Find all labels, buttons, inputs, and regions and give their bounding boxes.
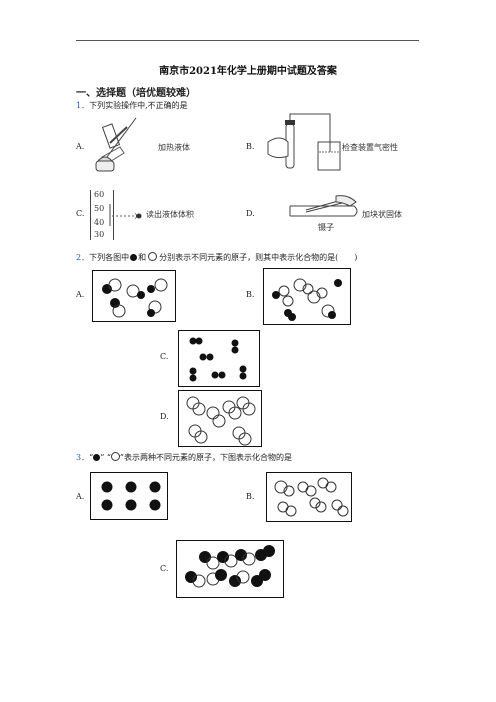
question-2-text-post: 分别表示不同元素的原子，则其中表示化合物的是( ) bbox=[159, 253, 358, 262]
q2-option-b-diagram bbox=[263, 268, 351, 325]
question-2-text-pre: 下列各图中 bbox=[89, 253, 130, 262]
q1-option-b-caption: 检查装置气密性 bbox=[342, 143, 398, 152]
q3-option-a-diagram bbox=[90, 472, 168, 520]
q1-option-a-caption: 加热液体 bbox=[158, 143, 190, 152]
black-atom-icon bbox=[130, 254, 138, 261]
question-1-text: 下列实验操作中,不正确的是 bbox=[89, 101, 188, 110]
q3-option-c-diagram bbox=[176, 540, 284, 598]
question-3-number: 3． bbox=[76, 453, 90, 462]
alcohol-lamp-heating-icon bbox=[95, 117, 137, 172]
q1-option-d-label[interactable]: D. bbox=[246, 209, 255, 218]
question-3-text-post: ”表示两种不同元素的原子，下图表示化合物的是 bbox=[119, 453, 293, 462]
section-heading: 一、选择题（培优题较难） bbox=[76, 88, 196, 99]
cylinder-tick-40: 40 bbox=[94, 218, 105, 227]
question-2-number: 2． bbox=[76, 253, 90, 262]
q2-option-a-label[interactable]: A. bbox=[76, 290, 85, 299]
q2-option-d-label[interactable]: D. bbox=[160, 412, 169, 421]
tweezers-label: 镊子 bbox=[318, 223, 334, 232]
white-atom-icon bbox=[110, 452, 120, 461]
test-tube-tweezers-icon bbox=[289, 195, 358, 217]
question-3-text-mid: ” “ bbox=[100, 453, 111, 462]
page-title: 南京市2021年化学上册期中试题及答案 bbox=[159, 66, 337, 77]
q3-option-b-label[interactable]: B. bbox=[246, 492, 255, 501]
measuring-cylinder-icon bbox=[90, 190, 114, 240]
cylinder-tick-50: 50 bbox=[94, 204, 105, 213]
q1-option-c-label[interactable]: C. bbox=[76, 209, 85, 218]
airtightness-check-icon bbox=[267, 113, 341, 171]
question-1: 1．下列实验操作中,不正确的是 bbox=[76, 100, 188, 111]
q1-option-a-label[interactable]: A. bbox=[76, 142, 85, 151]
q1-option-d-caption: 加块状固体 bbox=[362, 210, 402, 219]
question-3: 3．“ ” “ ”表示两种不同元素的原子，下图表示化合物的是 bbox=[76, 452, 292, 463]
q1-option-c-caption: 读出液体体积 bbox=[146, 210, 194, 219]
q2-option-d-diagram bbox=[178, 390, 262, 447]
q3-option-b-diagram bbox=[266, 472, 352, 522]
question-2-text-mid: 和 bbox=[138, 253, 147, 262]
question-1-number: 1． bbox=[76, 101, 90, 110]
white-atom-icon bbox=[148, 252, 158, 261]
q2-option-a-diagram bbox=[92, 270, 176, 322]
q1-option-b-label[interactable]: B. bbox=[246, 142, 255, 151]
question-3-text-pre: “ bbox=[89, 453, 94, 462]
q3-option-a-label[interactable]: A. bbox=[76, 492, 85, 501]
cylinder-tick-60: 60 bbox=[94, 190, 105, 199]
cylinder-tick-30: 30 bbox=[94, 230, 105, 239]
q2-option-c-label[interactable]: C. bbox=[160, 352, 169, 361]
eye-sightline-icon bbox=[109, 204, 142, 226]
question-2: 2．下列各图中和 分别表示不同元素的原子，则其中表示化合物的是( ) bbox=[76, 252, 357, 263]
header-rule bbox=[76, 40, 419, 41]
q3-option-c-label[interactable]: C. bbox=[160, 564, 169, 573]
black-atom-icon bbox=[93, 454, 101, 461]
q2-option-b-label[interactable]: B. bbox=[246, 290, 255, 299]
q2-option-c-diagram bbox=[178, 330, 260, 387]
